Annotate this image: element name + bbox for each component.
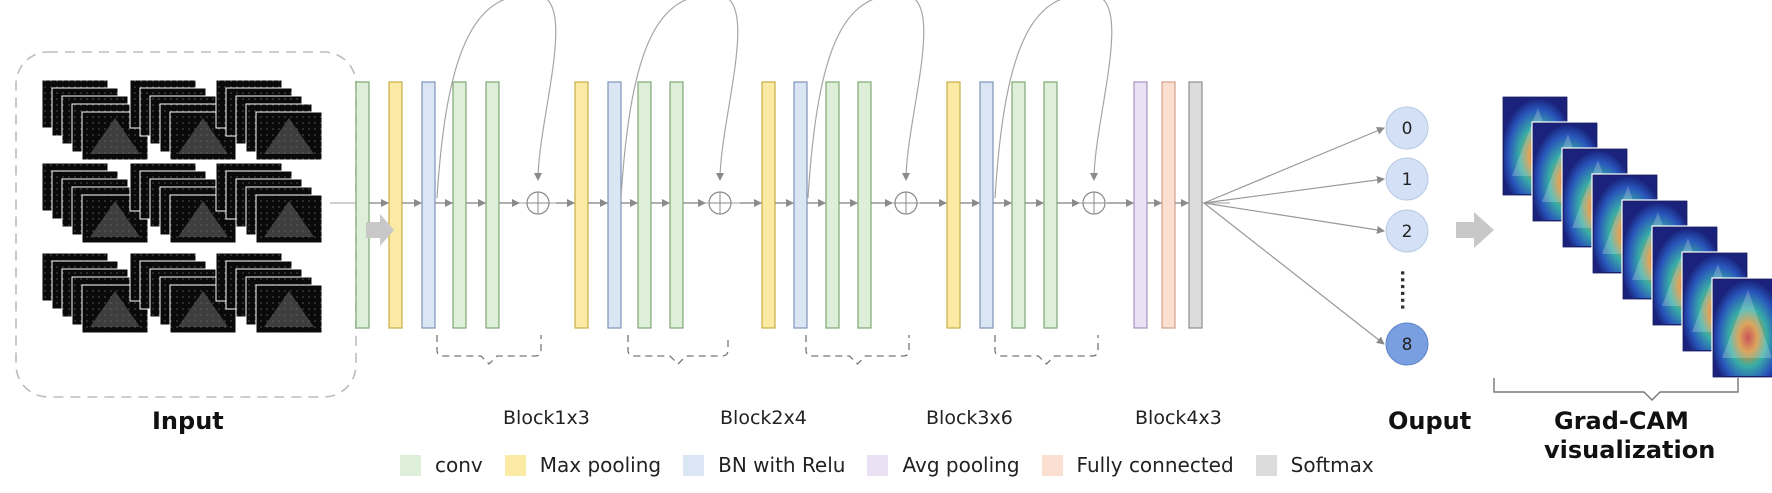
conv-layer-bar (355, 81, 370, 329)
output-arrow-line (1203, 127, 1385, 204)
output-nodes: 0 1 2 8...... (1203, 106, 1429, 366)
gradcam-bracket (1493, 378, 1739, 401)
output-node (1385, 209, 1429, 253)
skip-connections (436, 0, 1113, 215)
legend-item-fully-connected: Fully connected (1041, 453, 1234, 477)
softmax-layer-bar (1188, 81, 1203, 329)
maxpool-layer-bar (946, 81, 961, 329)
ultrasound-fan (264, 291, 314, 327)
output-label: Ouput (1388, 407, 1472, 435)
legend-label: BN with Relu (718, 453, 846, 477)
avgpool-layer-bar (1133, 81, 1148, 329)
skip-connection-arc (807, 0, 925, 199)
legend-item-max-pooling: Max pooling (504, 453, 662, 477)
bn-layer-bar (793, 81, 808, 329)
gradcam-fan (1722, 290, 1772, 358)
output-node-label: 8 (1402, 335, 1413, 355)
fc-layer-bar (1161, 81, 1176, 329)
gradcam-heatmap (1714, 280, 1772, 376)
bn-layer-bar (607, 81, 622, 329)
gradcam-stack (1501, 95, 1772, 379)
ultrasound-fan (90, 118, 140, 154)
legend-swatch-softmax (1255, 454, 1277, 476)
input-label: Input (152, 407, 224, 435)
block-label-4: Block4x3 (1135, 407, 1222, 429)
gradcam-label-line2: visualization (1544, 436, 1716, 464)
block-label-1: Block1x3 (503, 407, 590, 429)
output-node-label: 2 (1402, 222, 1413, 242)
ultrasound-fan (178, 118, 228, 154)
legend-swatch-avg-pooling (867, 454, 889, 476)
skip-connection-arc (436, 0, 557, 199)
ultrasound-fan (264, 201, 314, 237)
skip-connection-arc (620, 0, 739, 199)
output-arrow-line (1203, 202, 1385, 234)
legend-item-bn-relu: BN with Relu (683, 453, 845, 477)
output-ellipsis: ...... (1396, 269, 1417, 310)
conv-layer-bar (669, 81, 684, 329)
output-node (1385, 322, 1429, 366)
output-node-label: 0 (1402, 119, 1413, 139)
legend-swatch-bn-relu (683, 454, 705, 476)
block-bracket (805, 335, 910, 365)
conv-layer-bar (637, 81, 652, 329)
conv-layer-bar (1043, 81, 1058, 329)
maxpool-layer-bar (388, 81, 403, 329)
conv-layer-bar (857, 81, 872, 329)
block-bracket (436, 335, 542, 365)
gradcam-label-line1: Grad-CAM (1554, 407, 1689, 435)
ultrasound-fan (178, 201, 228, 237)
bn-layer-bar (979, 81, 994, 329)
block-bracket (627, 335, 729, 365)
output-node-label: 1 (1402, 170, 1413, 190)
block-brackets (436, 335, 1099, 365)
skip-connection-arc (994, 0, 1113, 199)
legend-label: conv (435, 453, 483, 477)
input-image-stacks (41, 79, 323, 334)
legend-item-conv: conv (400, 453, 483, 477)
legend-swatch-conv (400, 454, 421, 476)
legend-label: Avg pooling (902, 453, 1020, 477)
legend-item-avg-pooling: Avg pooling (867, 453, 1020, 477)
legend-item-softmax: Softmax (1255, 453, 1374, 477)
input-arrow (366, 214, 394, 246)
block-label-3: Block3x6 (926, 407, 1013, 429)
block-label-2: Block2x4 (720, 407, 807, 429)
bn-layer-bar (421, 81, 436, 329)
conv-layer-bar (825, 81, 840, 329)
block-bracket (994, 335, 1099, 365)
ultrasound-fan (178, 291, 228, 327)
maxpool-layer-bar (574, 81, 589, 329)
conv-layer-bar (452, 81, 467, 329)
conv-layer-bar (1011, 81, 1026, 329)
conv-layer-bar (485, 81, 500, 329)
legend-swatch-fully-connected (1041, 454, 1063, 476)
ultrasound-fan (90, 201, 140, 237)
ultrasound-fan (90, 291, 140, 327)
output-node (1385, 157, 1429, 201)
ultrasound-fan (264, 118, 314, 154)
legend: conv Max pooling BN with Relu Avg poolin… (400, 450, 1396, 480)
output-arrow (1456, 212, 1494, 248)
legend-label: Fully connected (1076, 453, 1234, 477)
legend-label: Max pooling (539, 453, 662, 477)
legend-swatch-max-pooling (504, 454, 526, 476)
maxpool-layer-bar (761, 81, 776, 329)
output-arrow-line (1203, 175, 1385, 204)
output-arrow-line (1203, 202, 1385, 345)
output-node (1385, 106, 1429, 150)
layer-bars (355, 81, 1203, 329)
legend-label: Softmax (1290, 453, 1374, 477)
